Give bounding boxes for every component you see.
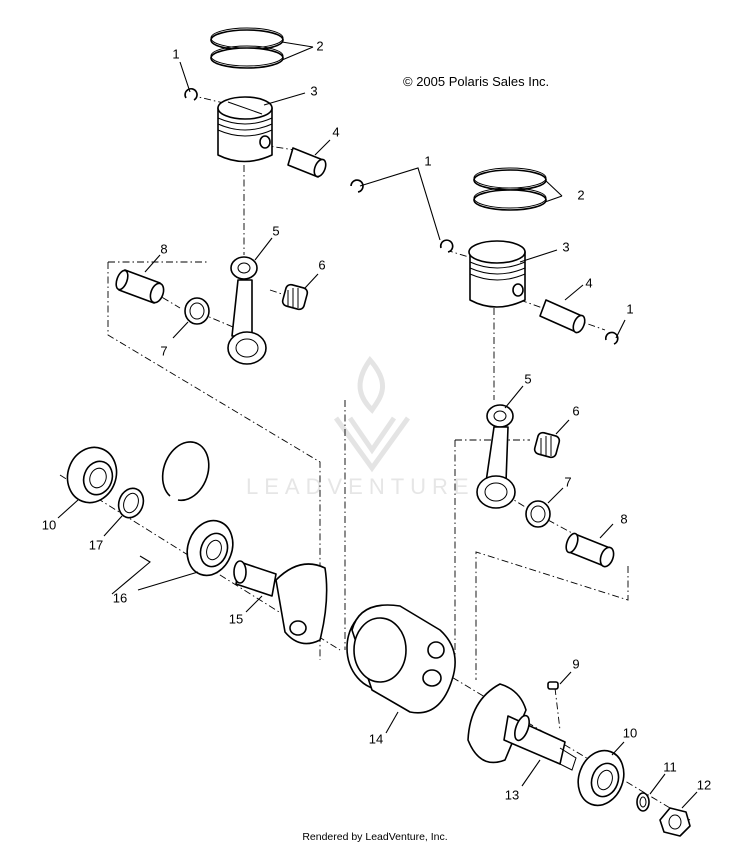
ball-bearing-center (186, 519, 234, 577)
bearing-sleeve-left (115, 269, 165, 304)
piston-left (217, 96, 273, 163)
seal-ring-17 (117, 487, 145, 519)
crankshaft-half-left (233, 560, 328, 645)
callout-5-right: 5 (524, 371, 531, 386)
callout-12: 12 (697, 777, 711, 792)
needle-bearing-large-right (525, 500, 551, 528)
callout-4-right: 4 (585, 275, 592, 290)
ball-bearing-right (577, 749, 625, 807)
callout-6: 6 (318, 257, 325, 272)
piston-pin-left (287, 147, 327, 178)
connecting-rod-left (227, 256, 267, 365)
render-credit: Rendered by LeadVenture, Inc. (302, 831, 448, 843)
callout-1-right: 1 (626, 301, 633, 316)
circlip-right-b (605, 331, 619, 345)
callout-14: 14 (369, 731, 383, 746)
callout-6-right: 6 (572, 403, 579, 418)
callout-13: 13 (505, 787, 519, 802)
piston-rings-right (473, 167, 547, 211)
crankshaft-center (346, 604, 456, 714)
callout-5: 5 (272, 223, 279, 238)
callout-8-right: 8 (620, 511, 627, 526)
needle-bearing-small-left (281, 283, 309, 311)
watermark-logo (333, 355, 411, 473)
callout-4: 4 (332, 124, 339, 139)
piston-right (468, 240, 526, 308)
piston-rings-left (210, 27, 284, 69)
callout-8: 8 (160, 241, 167, 256)
watermark: LEADVENTURE (246, 474, 475, 499)
snap-ring-16 (161, 441, 210, 502)
callout-7-right: 7 (564, 474, 571, 489)
callout-3-right: 3 (562, 239, 569, 254)
assembly-lines (59, 94, 691, 821)
connecting-rod-right (476, 404, 516, 509)
copyright-notice: © 2005 Polaris Sales Inc. (403, 74, 550, 89)
callout-2-right: 2 (577, 187, 584, 202)
nut (659, 807, 691, 837)
callout-16: 16 (113, 590, 127, 605)
woodruff-key (547, 681, 559, 690)
ball-bearing-left (66, 446, 118, 504)
crankshaft-half-right (467, 683, 577, 771)
bearing-sleeve-right (565, 532, 615, 568)
callout-10-left: 10 (42, 517, 56, 532)
callout-11: 11 (663, 759, 677, 774)
needle-bearing-large-left (184, 297, 210, 325)
circlip-center (350, 179, 364, 193)
piston-pin-right (539, 299, 586, 334)
washer (636, 792, 650, 812)
callout-1-center: 1 (424, 153, 431, 168)
callout-17: 17 (89, 537, 103, 552)
leader-lines (57, 41, 698, 809)
callout-1: 1 (172, 46, 179, 61)
callout-labels: 1 2 3 4 5 6 7 8 1 2 3 4 1 5 6 7 8 10 17 … (42, 38, 711, 802)
callout-3: 3 (310, 83, 317, 98)
circlip-left-a (184, 87, 198, 101)
circlip-right-a (439, 239, 454, 253)
callout-9: 9 (572, 656, 579, 671)
needle-bearing-small-right (533, 431, 561, 459)
callout-10-right: 10 (623, 725, 637, 740)
callout-15: 15 (229, 611, 243, 626)
callout-2: 2 (316, 38, 323, 53)
callout-7: 7 (160, 343, 167, 358)
